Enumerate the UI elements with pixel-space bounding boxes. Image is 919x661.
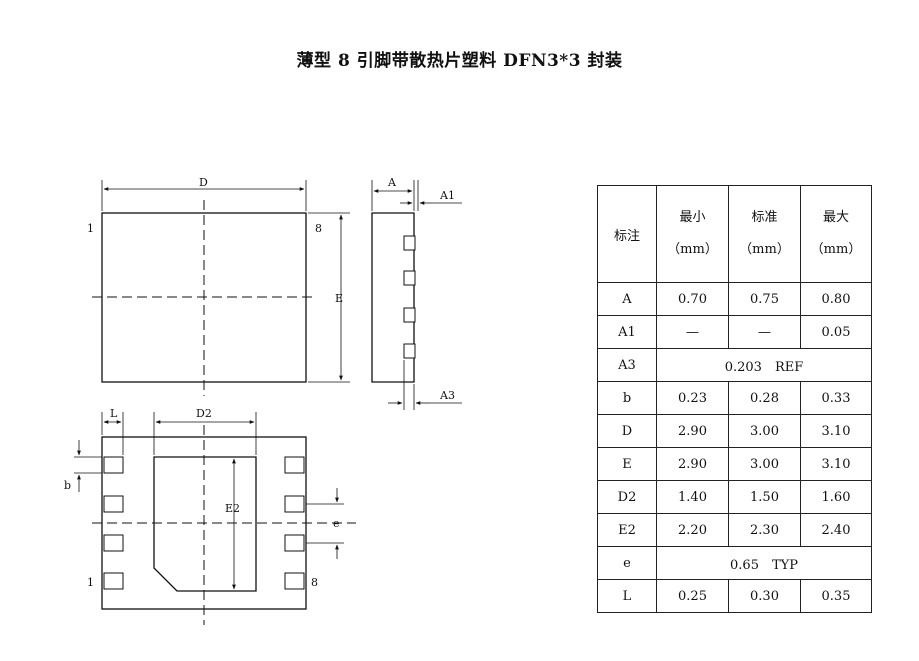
row-min: 2.90 [656,414,729,448]
header-nom-unit: （mm） [739,242,790,257]
row-symbol: E2 [597,513,657,547]
row-max: 0.35 [800,579,872,613]
row-max: 0.05 [800,315,872,349]
bottom-pad [284,534,305,552]
table-row: e 0.65 TYP [597,546,872,580]
row-span-value: 0.203 REF [656,348,872,382]
side-view-a3-label: A3 [439,389,455,402]
top-view [92,180,350,396]
row-min: — [656,315,729,349]
top-view-e-label: E [335,292,343,305]
bottom-view-l-label: L [110,407,118,420]
row-nom: 0.75 [728,282,801,316]
table-row: E 2.90 3.00 3.10 [597,447,872,481]
table-row: D2 1.40 1.50 1.60 [597,480,872,514]
row-symbol: e [597,546,657,580]
row-nom: 1.50 [728,480,801,514]
bottom-pad [103,534,124,552]
header-nom-label: 标准 [751,210,778,225]
side-view-lead [403,235,416,251]
row-symbol: A [597,282,657,316]
row-symbol: A1 [597,315,657,349]
row-nom: 3.00 [728,414,801,448]
bottom-pad [284,456,305,474]
row-min: 0.25 [656,579,729,613]
bottom-pad [284,572,305,590]
page-title: 薄型 8 引脚带散热片塑料 DFN3*3 封装 [296,51,623,71]
exposed-pad [153,456,257,592]
top-view-d-label: D [199,176,208,189]
row-min: 2.90 [656,447,729,481]
table-header-row: 标注 最小 （mm） 标准 （mm） 最大 （mm） [597,185,872,283]
top-view-pin8-label: 8 [315,222,322,235]
row-min: 0.70 [656,282,729,316]
table-row: A1 — — 0.05 [597,315,872,349]
bottom-pad [284,495,305,513]
side-view-a1-label: A1 [439,189,455,202]
row-nom: 0.30 [728,579,801,613]
row-nom: — [728,315,801,349]
row-min: 2.20 [656,513,729,547]
row-max: 3.10 [800,447,872,481]
header-min-unit: （mm） [667,242,718,257]
header-max-label: 最大 [822,210,849,225]
table-row: A3 0.203 REF [597,348,872,382]
table-row: D 2.90 3.00 3.10 [597,414,872,448]
row-max: 2.40 [800,513,872,547]
bottom-pad [103,495,124,513]
table-row: A 0.70 0.75 0.80 [597,282,872,316]
table-row: E2 2.20 2.30 2.40 [597,513,872,547]
row-span-value: 0.65 TYP [656,546,872,580]
bottom-view-e2-label: E2 [225,502,240,515]
side-view-lead [403,270,416,286]
header-min-label: 最小 [679,210,706,225]
table-row: b 0.23 0.28 0.33 [597,381,872,415]
bottom-pad [103,572,124,590]
header-nom: 标准 （mm） [728,185,801,283]
bottom-view-pin8-label: 8 [311,576,318,589]
row-nom: 2.30 [728,513,801,547]
bottom-pad [103,456,124,474]
row-max: 3.10 [800,414,872,448]
dimension-table: 标注 最小 （mm） 标准 （mm） 最大 （mm） A 0.70 0.75 0… [597,185,872,613]
row-symbol: A3 [597,348,657,382]
side-view-a-label: A [387,176,397,189]
row-nom: 0.28 [728,381,801,415]
row-max: 0.33 [800,381,872,415]
header-max-unit: （mm） [810,242,862,257]
side-view-lead [403,343,416,359]
row-symbol: E [597,447,657,481]
row-nom: 3.00 [728,447,801,481]
bottom-view-e-label: e [333,517,340,530]
bottom-view-b-label: b [64,479,71,492]
row-symbol: D2 [597,480,657,514]
side-view [371,180,462,410]
row-symbol: D [597,414,657,448]
header-max: 最大 （mm） [800,185,872,283]
side-view-body [371,212,415,383]
top-view-pin1-label: 1 [87,222,94,235]
row-min: 0.23 [656,381,729,415]
bottom-view-d2-label: D2 [196,407,212,420]
row-min: 1.40 [656,480,729,514]
row-max: 0.80 [800,282,872,316]
bottom-view-pin1-label: 1 [87,576,94,589]
header-symbol: 标注 [597,185,657,283]
row-symbol: L [597,579,657,613]
side-view-lead [403,307,416,323]
bottom-view [74,412,356,625]
row-symbol: b [597,381,657,415]
table-row: L 0.25 0.30 0.35 [597,579,872,613]
row-max: 1.60 [800,480,872,514]
header-min: 最小 （mm） [656,185,729,283]
